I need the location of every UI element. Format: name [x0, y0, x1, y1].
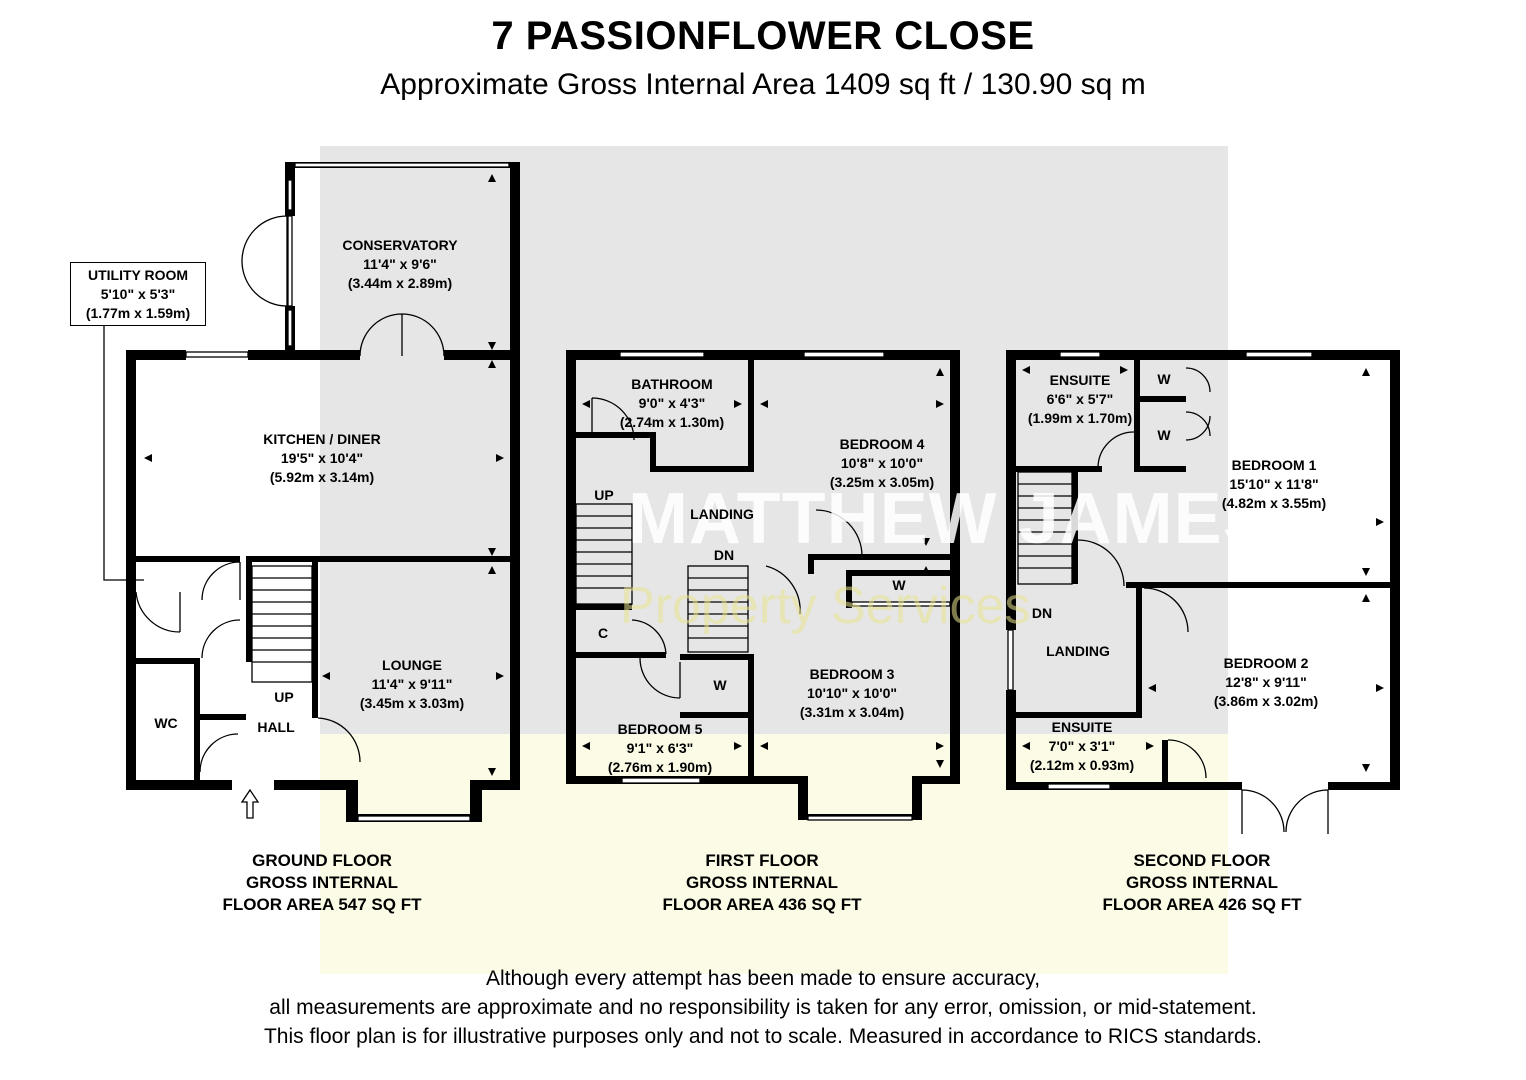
ground-floor-caption: GROUND FLOOR GROSS INTERNAL FLOOR AREA 5… [223, 850, 422, 916]
backdrop-yellow [320, 734, 1228, 974]
room-dimensions-imperial: 11'4" x 9'6" [363, 256, 437, 272]
room-lounge: LOUNGE 11'4" x 9'11" (3.45m x 3.03m) [360, 656, 464, 713]
floor-area-value: FLOOR AREA 426 SQ FT [1102, 895, 1302, 914]
dimension-markers [144, 174, 1384, 776]
room-bedroom-2: BEDROOM 2 12'8" x 9'11" (3.86m x 3.02m) [1214, 654, 1318, 711]
windows-doors [103, 162, 1329, 834]
page-subtitle: Approximate Gross Internal Area 1409 sq … [380, 68, 1146, 101]
room-name: BEDROOM 5 [617, 721, 703, 737]
room-utility: UTILITY ROOM 5'10" x 5'3" (1.77m x 1.59m… [86, 266, 190, 323]
room-name: UTILITY ROOM [87, 267, 189, 283]
stairs-up-label: UP [274, 689, 294, 705]
room-name: ENSUITE [1049, 372, 1111, 388]
disclaimer-line-3: This floor plan is for illustrative purp… [263, 1025, 1262, 1048]
room-bedroom-4: BEDROOM 4 10'8" x 10'0" (3.25m x 3.05m) [830, 435, 934, 492]
room-bedroom-3: BEDROOM 3 10'10" x 10'0" (3.31m x 3.04m) [800, 665, 904, 722]
room-dimensions-metric: (2.12m x 0.93m) [1029, 757, 1135, 773]
room-dimensions-metric: (2.74m x 1.30m) [619, 414, 725, 430]
room-ensuite-bedroom-1: ENSUITE 6'6" x 5'7" (1.99m x 1.70m) [1028, 371, 1132, 428]
floor-area-value: FLOOR AREA 436 SQ FT [662, 895, 862, 914]
room-dimensions-imperial: 10'10" x 10'0" [806, 685, 898, 701]
stairs-second [1017, 471, 1073, 585]
room-dimensions-metric: (1.77m x 1.59m) [85, 305, 191, 321]
stairs-up-label: UP [594, 487, 614, 503]
room-name: BEDROOM 1 [1231, 457, 1317, 473]
stairs-down-label: DN [713, 547, 735, 563]
disclaimer-line-2: all measurements are approximate and no … [269, 996, 1257, 1019]
room-name: KITCHEN / DINER [263, 431, 381, 447]
page-title: 7 PASSIONFLOWER CLOSE [491, 14, 1035, 58]
wardrobe-label: W [1157, 371, 1171, 387]
room-name: BEDROOM 3 [809, 666, 895, 682]
room-bathroom: BATHROOM 9'0" x 4'3" (2.74m x 1.30m) [620, 375, 724, 432]
room-dimensions-metric: (5.92m x 3.14m) [269, 469, 375, 485]
first-floor-caption: FIRST FLOOR GROSS INTERNAL FLOOR AREA 43… [663, 850, 862, 916]
floor-name: GROUND FLOOR [252, 851, 392, 870]
room-kitchen-diner: KITCHEN / DINER 19'5" x 10'4" (5.92m x 3… [263, 430, 380, 487]
room-dimensions-imperial: 15'10" x 11'8" [1229, 476, 1319, 492]
room-dimensions-metric: (2.76m x 1.90m) [607, 759, 713, 775]
stairs-first-dn [687, 565, 749, 653]
room-dimensions-imperial: 5'10" x 5'3" [100, 286, 176, 302]
room-name: ENSUITE [1051, 719, 1113, 735]
floor-area-label: GROSS INTERNAL [1125, 873, 1279, 892]
room-dimensions-imperial: 9'0" x 4'3" [638, 395, 706, 411]
stairs-ground [251, 565, 313, 683]
floor-area-label: GROSS INTERNAL [685, 873, 839, 892]
floor-area-label: GROSS INTERNAL [245, 873, 399, 892]
room-conservatory: CONSERVATORY 11'4" x 9'6" (3.44m x 2.89m… [342, 236, 457, 293]
room-name: BEDROOM 2 [1223, 655, 1309, 671]
room-dimensions-imperial: 19'5" x 10'4" [280, 450, 364, 466]
disclaimer: Although every attempt has been made to … [0, 964, 1526, 1051]
utility-room-label-box [70, 262, 206, 326]
room-wc: WC [154, 715, 178, 731]
wardrobe-label: W [892, 577, 906, 593]
room-dimensions-imperial: 9'1" x 6'3" [626, 740, 694, 756]
room-name: BATHROOM [631, 376, 713, 392]
room-bedroom-1: BEDROOM 1 15'10" x 11'8" (4.82m x 3.55m) [1222, 456, 1326, 513]
room-dimensions-metric: (4.82m x 3.55m) [1221, 495, 1327, 511]
room-dimensions-metric: (3.86m x 3.02m) [1213, 693, 1319, 709]
cupboard-label: C [597, 625, 609, 641]
room-dimensions-metric: (1.99m x 1.70m) [1027, 410, 1133, 426]
room-dimensions-imperial: 7'0" x 3'1" [1048, 738, 1116, 754]
room-dimensions-imperial: 6'6" x 5'7" [1046, 391, 1114, 407]
wardrobe-label: W [713, 677, 727, 693]
floor-name: SECOND FLOOR [1133, 851, 1271, 870]
room-dimensions-imperial: 12'8" x 9'11" [1225, 674, 1307, 690]
room-ensuite-bedroom-2: ENSUITE 7'0" x 3'1" (2.12m x 0.93m) [1030, 718, 1134, 775]
room-landing-second: LANDING [1046, 643, 1110, 659]
room-dimensions-metric: (3.31m x 3.04m) [799, 704, 905, 720]
room-name: LOUNGE [382, 657, 442, 673]
room-landing-first: LANDING [690, 506, 754, 522]
room-dimensions-metric: (3.44m x 2.89m) [347, 275, 453, 291]
backdrop-grey [320, 146, 1228, 734]
disclaimer-line-1: Although every attempt has been made to … [485, 967, 1041, 990]
watermark-subbrand: Property Services [620, 577, 1031, 635]
room-dimensions-imperial: 11'4" x 9'11" [371, 676, 453, 692]
room-dimensions-imperial: 10'8" x 10'0" [840, 455, 924, 471]
floor-name: FIRST FLOOR [705, 851, 819, 870]
room-name: CONSERVATORY [342, 237, 458, 253]
room-dimensions-metric: (3.45m x 3.03m) [359, 695, 465, 711]
room-bedroom-5: BEDROOM 5 9'1" x 6'3" (2.76m x 1.90m) [608, 720, 712, 777]
watermark-brand: MATTHEW JAMES [628, 479, 1272, 559]
room-dimensions-metric: (3.25m x 3.05m) [829, 474, 935, 490]
room-name: BEDROOM 4 [839, 436, 925, 452]
second-floor-caption: SECOND FLOOR GROSS INTERNAL FLOOR AREA 4… [1103, 850, 1302, 916]
floor-area-value: FLOOR AREA 547 SQ FT [222, 895, 422, 914]
stairs-first-up [575, 503, 633, 605]
room-hall: HALL [257, 719, 295, 735]
stairs-down-label: DN [1031, 605, 1053, 621]
wardrobe-label: W [1157, 427, 1171, 443]
